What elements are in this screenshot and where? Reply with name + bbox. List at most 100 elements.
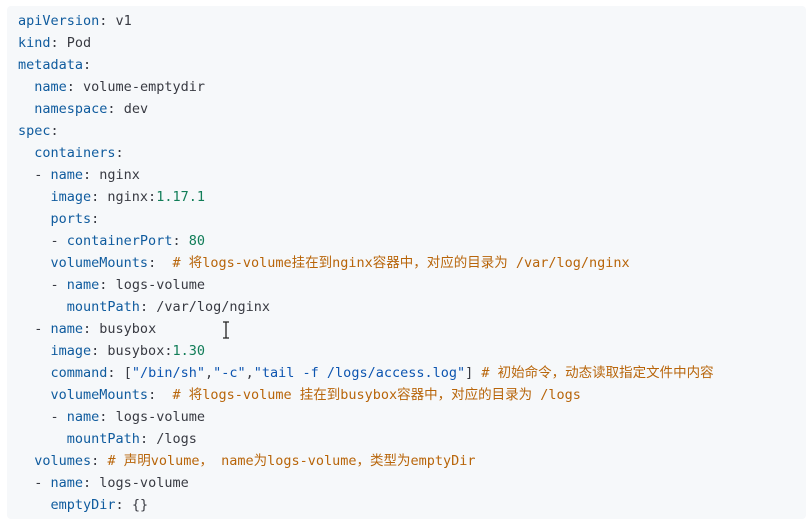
- yaml-indent: [18, 343, 51, 359]
- yaml-value: volume-emptydir: [83, 79, 205, 95]
- code-line: apiVersion: v1: [18, 10, 806, 32]
- yaml-indent: [18, 431, 67, 447]
- yaml-string: "-c": [213, 365, 246, 381]
- code-line: emptyDir: {}: [18, 494, 806, 516]
- yaml-number: 1.30: [172, 343, 205, 359]
- yaml-separator: :: [148, 255, 173, 271]
- yaml-value: /logs: [156, 431, 197, 447]
- yaml-separator: :: [66, 79, 84, 95]
- yaml-key: image: [50, 343, 92, 359]
- yaml-key: volumes: [34, 453, 92, 469]
- yaml-key: mountPath: [66, 431, 140, 447]
- yaml-separator: :: [139, 299, 157, 315]
- yaml-key: name: [50, 321, 84, 337]
- yaml-key: image: [50, 189, 92, 205]
- yaml-indent: -: [18, 409, 67, 425]
- yaml-key: namespace: [34, 101, 108, 117]
- yaml-separator: :: [148, 387, 173, 403]
- yaml-indent: -: [18, 277, 67, 293]
- yaml-key: ports: [50, 211, 92, 227]
- yaml-indent: -: [18, 475, 51, 491]
- yaml-separator: :: [99, 13, 116, 29]
- yaml-indent: [18, 365, 51, 381]
- code-line: - name: nginx: [18, 164, 806, 186]
- code-line: - name: logs-volume: [18, 406, 806, 428]
- yaml-indent: [18, 79, 34, 95]
- yaml-indent: [18, 497, 51, 513]
- yaml-bracket: ]: [465, 365, 482, 381]
- yaml-key: volumeMounts: [50, 387, 149, 403]
- code-line: - name: logs-volume: [18, 274, 806, 296]
- yaml-comment: # 声明volume， name为logs-volume，类型为emptyDir: [107, 453, 476, 469]
- yaml-value: nginx: [99, 167, 140, 183]
- yaml-indent: [18, 101, 34, 117]
- code-line: image: busybox:1.30: [18, 340, 806, 362]
- code-line: containers:: [18, 142, 806, 164]
- yaml-comma: ,: [204, 365, 214, 381]
- code-line: - name: busybox: [18, 318, 806, 340]
- code-line: metadata:: [18, 54, 806, 76]
- code-line: name: volume-emptydir: [18, 76, 806, 98]
- code-line: command: ["/bin/sh","-c","tail -f /logs/…: [18, 362, 806, 384]
- yaml-separator: :: [83, 167, 100, 183]
- yaml-indent: [18, 387, 51, 403]
- yaml-separator: :: [172, 233, 189, 249]
- yaml-indent: [18, 255, 51, 271]
- yaml-indent: [18, 189, 51, 205]
- yaml-separator: :: [107, 101, 124, 117]
- yaml-indent: [18, 453, 34, 469]
- yaml-key: name: [34, 79, 67, 95]
- yaml-key: name: [50, 475, 84, 491]
- code-line: ports:: [18, 208, 806, 230]
- yaml-indent: [18, 211, 51, 227]
- yaml-separator: :: [83, 475, 100, 491]
- yaml-key: name: [50, 167, 84, 183]
- yaml-comment: # 将logs-volume 挂在到busybox容器中，对应的目录为 /log…: [172, 387, 581, 403]
- yaml-separator: :: [50, 123, 59, 139]
- yaml-value: busybox: [99, 321, 157, 337]
- yaml-key: emptyDir: [50, 497, 116, 513]
- yaml-string: "tail -f /logs/access.log": [253, 365, 466, 381]
- yaml-comma: ,: [245, 365, 254, 381]
- yaml-indent: [18, 145, 34, 161]
- yaml-separator: :: [139, 431, 157, 447]
- text-cursor-icon: [223, 321, 229, 339]
- yaml-key: containers: [34, 145, 116, 161]
- code-line: mountPath: /var/log/nginx: [18, 296, 806, 318]
- code-line: kind: Pod: [18, 32, 806, 54]
- yaml-bracket: [: [123, 365, 132, 381]
- yaml-value: logs-volume: [99, 475, 189, 491]
- yaml-separator: :: [91, 211, 100, 227]
- code-line: volumeMounts: # 将logs-volume 挂在到busybox容…: [18, 384, 806, 406]
- yaml-separator: :: [107, 365, 124, 381]
- code-line: - name: logs-volume: [18, 472, 806, 494]
- yaml-key: mountPath: [66, 299, 140, 315]
- yaml-key: name: [66, 409, 100, 425]
- yaml-key: apiVersion: [18, 13, 100, 29]
- yaml-value: logs-volume: [115, 409, 205, 425]
- yaml-value: logs-volume: [115, 277, 205, 293]
- yaml-separator: :: [91, 189, 108, 205]
- yaml-value: v1: [115, 13, 132, 29]
- yaml-indent: [18, 299, 67, 315]
- yaml-separator: :: [91, 453, 108, 469]
- yaml-comment: # 将logs-volume挂在到nginx容器中，对应的目录为 /var/lo…: [172, 255, 630, 271]
- yaml-key: spec: [18, 123, 51, 139]
- code-line: image: nginx:1.17.1: [18, 186, 806, 208]
- yaml-string: "/bin/sh": [131, 365, 205, 381]
- yaml-value: /var/log/nginx: [156, 299, 270, 315]
- code-line: - containerPort: 80: [18, 230, 806, 252]
- yaml-separator: :: [99, 409, 116, 425]
- code-line: volumes: # 声明volume， name为logs-volume，类型…: [18, 450, 806, 472]
- yaml-value: {}: [131, 497, 149, 513]
- yaml-separator: :: [115, 497, 132, 513]
- code-line: volumeMounts: # 将logs-volume挂在到nginx容器中，…: [18, 252, 806, 274]
- yaml-key: name: [66, 277, 100, 293]
- yaml-separator: :: [91, 343, 108, 359]
- yaml-key: command: [50, 365, 108, 381]
- yaml-indent: -: [18, 167, 51, 183]
- yaml-separator: :: [99, 277, 116, 293]
- code-block: apiVersion: v1 kind: Pod metadata: name:…: [7, 6, 806, 519]
- yaml-number: 1.17.1: [156, 189, 205, 205]
- yaml-separator: :: [83, 57, 92, 73]
